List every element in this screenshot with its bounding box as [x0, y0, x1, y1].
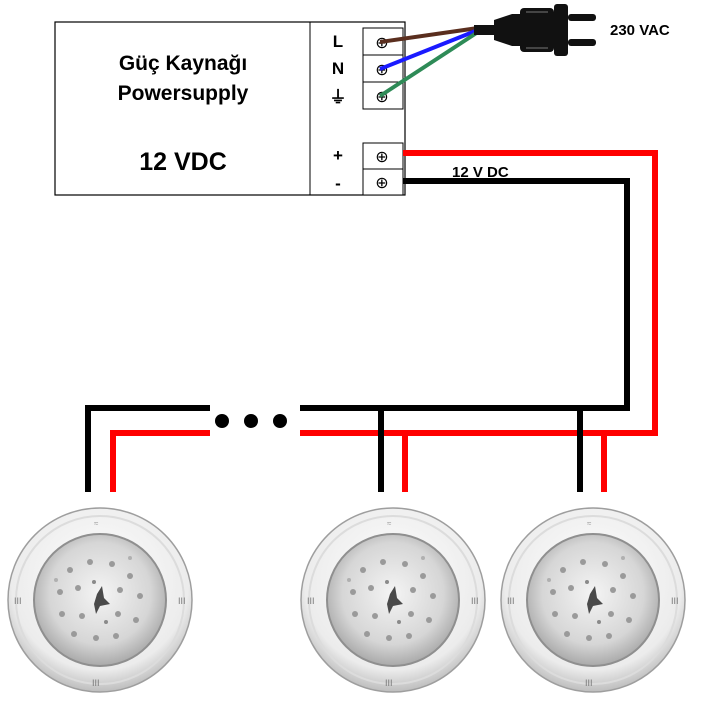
power-supply-title-line2: Powersupply — [118, 82, 249, 105]
terminal-label-dc-positive: + — [333, 146, 343, 165]
terminal-label-dc-negative: - — [335, 174, 341, 193]
continuation-dots — [215, 414, 287, 428]
dc-terminal-block: + - ⊕ ⊕ — [333, 142, 404, 196]
dc-negative-wire-left — [85, 405, 210, 492]
led-pool-light-icon — [501, 508, 685, 692]
ac-wires — [378, 26, 480, 98]
power-supply-box — [54, 21, 406, 196]
earth-wire — [378, 30, 480, 98]
power-supply-voltage: 12 VDC — [139, 148, 227, 176]
mains-voltage-label: 230 VAC — [610, 22, 670, 39]
dc-bus-label: 12 V DC — [452, 164, 509, 181]
dc-positive-wire — [300, 150, 658, 436]
terminal-label-live: L — [333, 32, 343, 51]
led-pool-light-icon — [301, 508, 485, 692]
dc-bus — [85, 150, 658, 492]
power-supply: Güç Kaynağı Powersupply 12 VDC — [54, 21, 406, 196]
dc-negative-wire — [300, 178, 630, 411]
terminal-screw-dc-positive-icon: ⊕ — [375, 147, 388, 166]
dc-positive-wire-left — [110, 430, 210, 492]
power-supply-title-line1: Güç Kaynağı — [119, 52, 247, 75]
live-wire — [379, 26, 479, 44]
led-pool-light-icon — [8, 508, 192, 692]
terminal-label-earth: ⏚ — [330, 88, 347, 107]
schuko-plug-icon — [474, 4, 596, 56]
neutral-wire — [379, 28, 479, 71]
terminal-screw-dc-negative-icon: ⊕ — [375, 173, 388, 192]
terminal-label-neutral: N — [332, 59, 344, 78]
